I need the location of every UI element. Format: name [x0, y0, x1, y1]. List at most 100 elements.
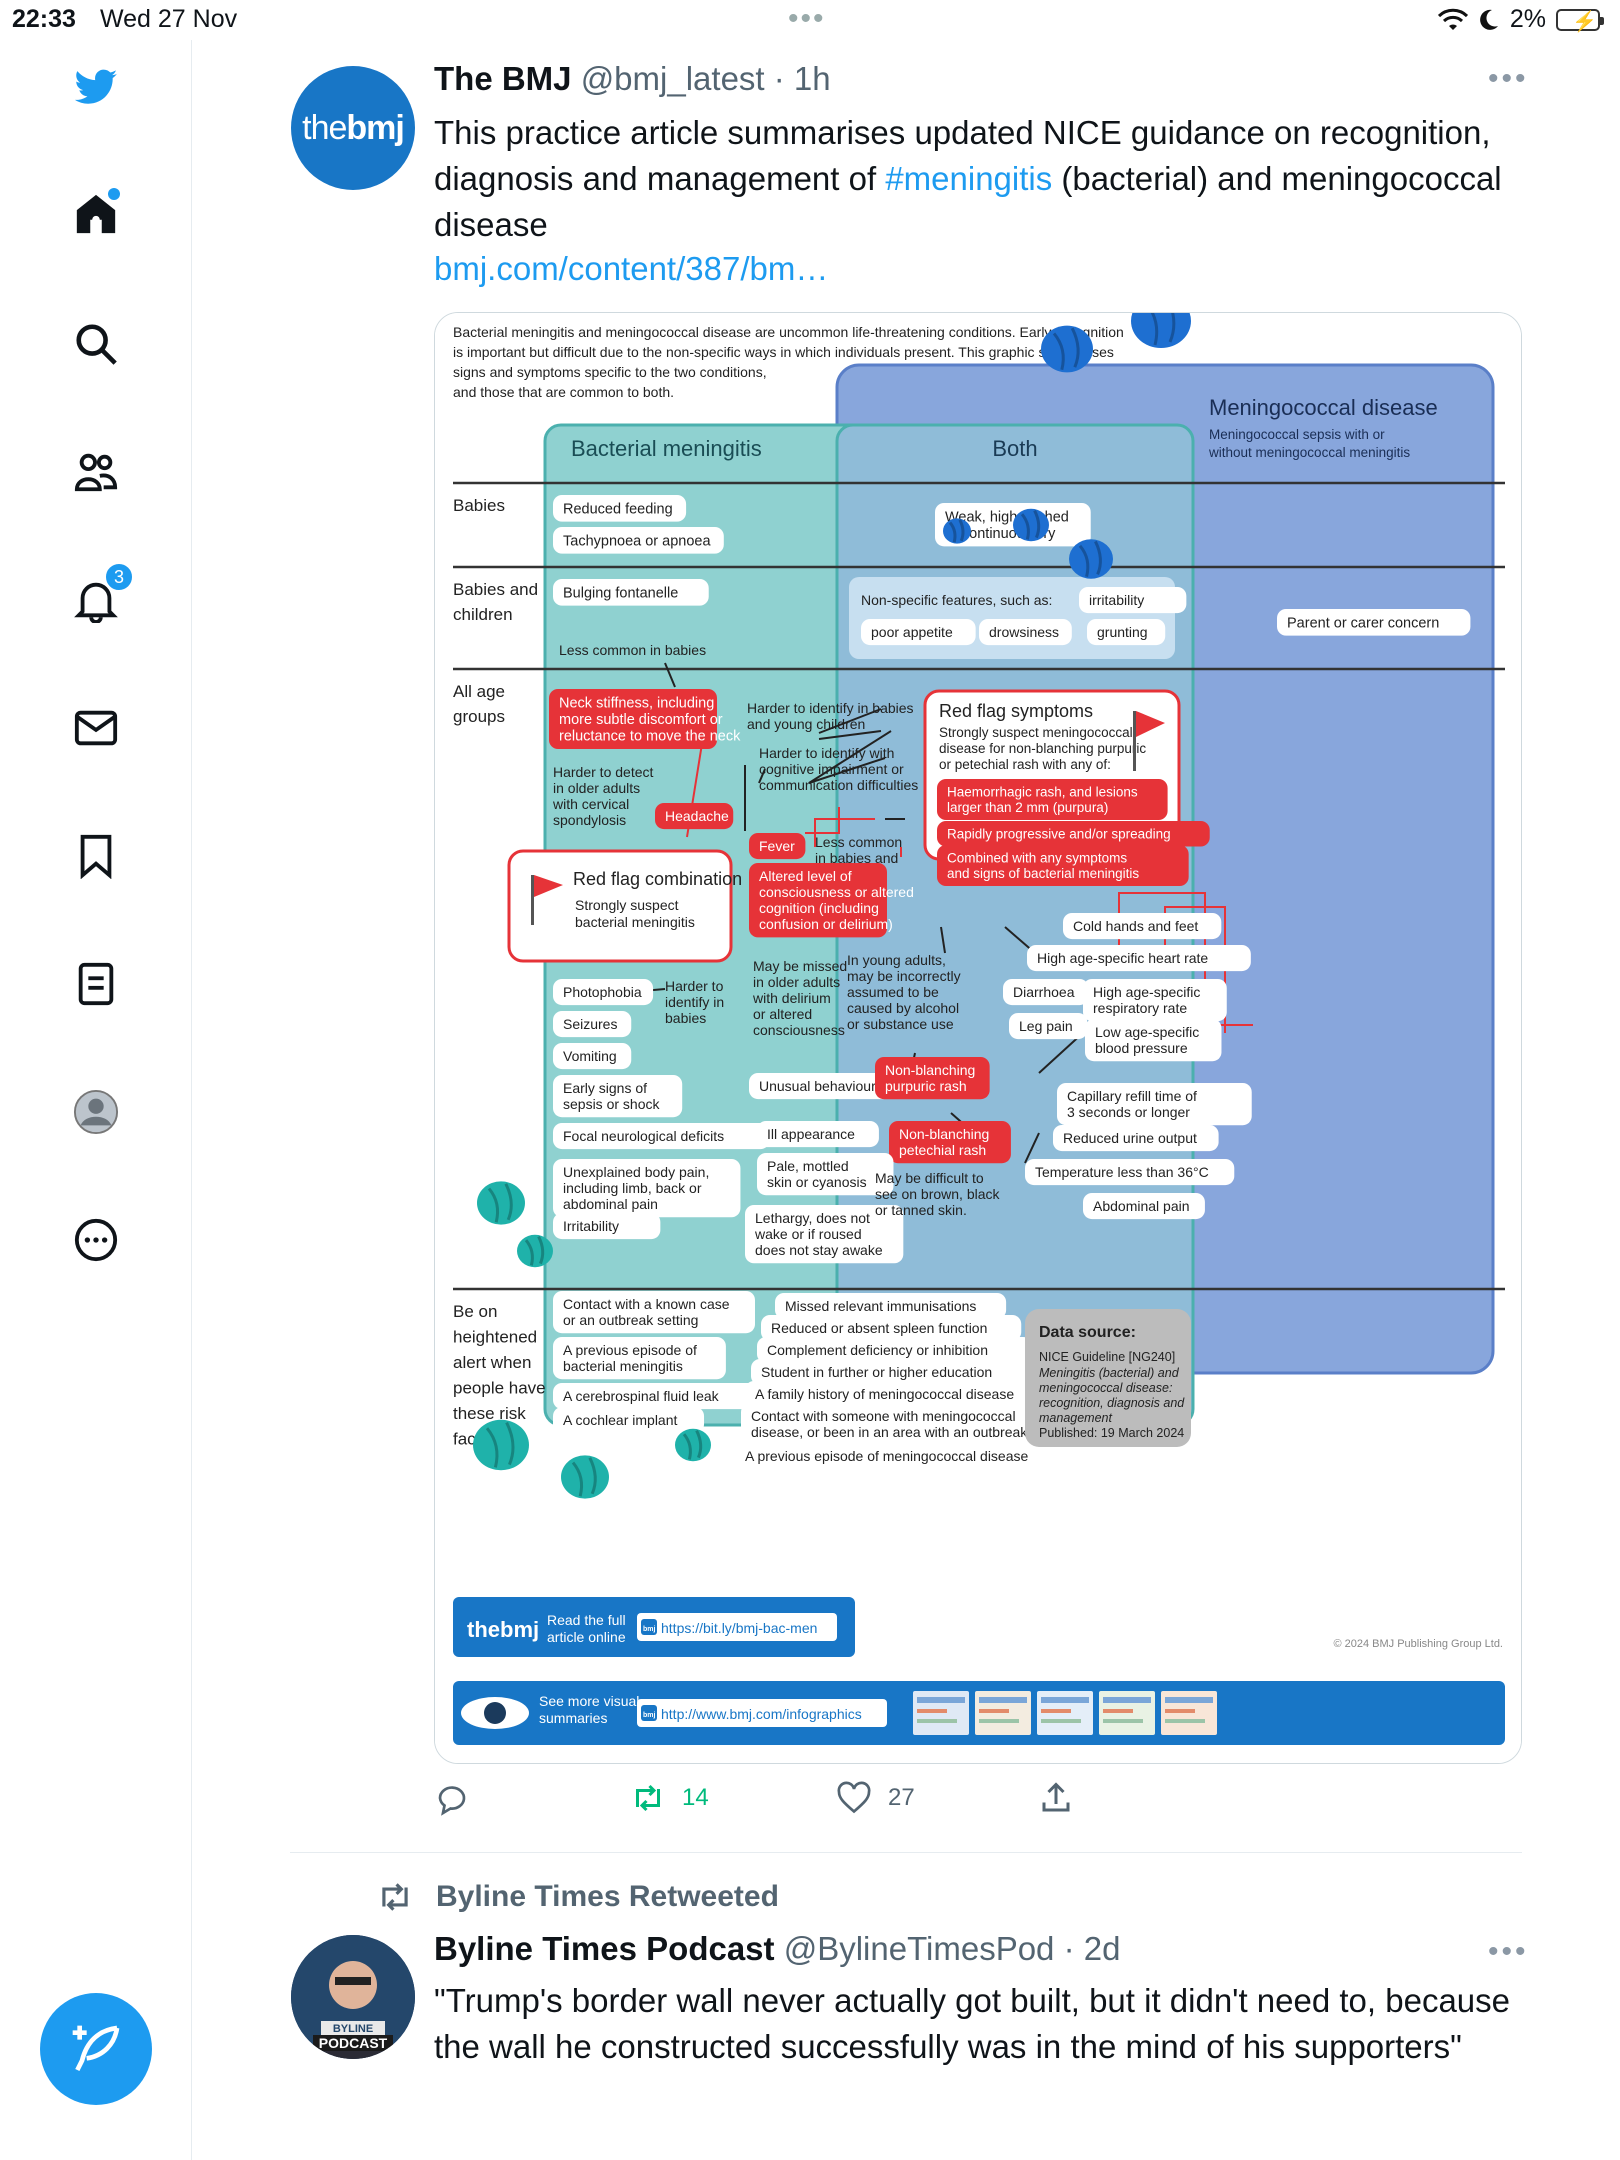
bacterial-symptom-1-box [553, 1011, 632, 1038]
compose-tweet-button[interactable] [40, 1993, 152, 2105]
communities-icon[interactable] [70, 446, 122, 498]
byline-avatar[interactable]: BYLINE PODCAST [291, 1935, 415, 2059]
risk-both-6: A previous episode of meningococcal dise… [745, 1448, 1029, 1464]
connector-line [805, 807, 840, 834]
grunting-pill: grunting [1097, 624, 1148, 640]
babies-tachypnoea: Tachypnoea or apnoea [563, 533, 711, 549]
connector-line [818, 730, 882, 740]
multitask-dots-icon[interactable]: ••• [788, 2, 826, 35]
like-button[interactable]: 27 [836, 1780, 915, 1816]
risk-bacterial-0-box [553, 1291, 755, 1334]
author2-handle[interactable]: @BylineTimesPod [783, 1930, 1055, 1967]
virus-blue-1-groove [1070, 327, 1080, 368]
virus-teal-1-groove [504, 1183, 513, 1221]
twitter-logo-icon[interactable] [70, 62, 122, 114]
meningococcal-symptom-5-box [1085, 1019, 1222, 1062]
babies-tachypnoea-box [553, 527, 724, 554]
ill-appearance-box [757, 1121, 879, 1148]
connector-line [808, 757, 886, 784]
bacterial-symptom-5-box [553, 1159, 741, 1218]
risk-both-2-box [757, 1337, 1032, 1364]
tweet-time[interactable]: · 1h [773, 60, 831, 97]
profile-avatar-icon[interactable] [70, 1086, 122, 1138]
share-button[interactable] [1038, 1780, 1074, 1816]
heart-icon [837, 1781, 871, 1814]
author2-name[interactable]: Byline Times Podcast [434, 1930, 775, 1967]
lists-icon[interactable] [70, 958, 122, 1010]
article-link[interactable]: bmj.com/content/387/bm… [434, 250, 829, 287]
data-source-published: Published: 19 March 2024 [1039, 1426, 1184, 1440]
search-icon[interactable] [70, 318, 122, 370]
data-source-box [1025, 1309, 1191, 1447]
thumbnail-line2-3 [1103, 1719, 1143, 1723]
less-common-in-babies: Less common in babies [559, 642, 706, 658]
tweet2-more-icon[interactable]: ••• [1488, 1935, 1529, 1968]
tweet-header: The BMJ @bmj_latest · 1h [434, 60, 831, 98]
bacterial-symptom-0-box [553, 979, 654, 1006]
bacterial-symptom-2-box [553, 1043, 632, 1070]
author-name[interactable]: The BMJ [434, 60, 572, 97]
bacterial-symptom-0: Photophobia [563, 984, 642, 1000]
virus-blue-3-groove [958, 519, 965, 542]
like-count: 27 [888, 1784, 915, 1811]
babies-high-pitched-cry-box [935, 503, 1091, 547]
eye-iris-icon [484, 1702, 506, 1724]
bacterial-symptom-4: Focal neurological deficits [563, 1128, 724, 1144]
battery-icon: ⚡ [1556, 8, 1604, 33]
thumbnail-line2-1 [979, 1719, 1019, 1723]
more-options-icon[interactable] [70, 1214, 122, 1266]
retweet-count: 14 [682, 1784, 709, 1811]
thumbnail-line2-0 [917, 1719, 957, 1723]
bookmarks-icon[interactable] [70, 830, 122, 882]
virus-teal-3 [473, 1419, 529, 1471]
reply-button[interactable] [434, 1780, 470, 1816]
virus-blue-4 [1013, 508, 1049, 542]
fever-symptom-box [749, 833, 806, 860]
drowsiness-pill: drowsiness [989, 624, 1059, 640]
author-handle[interactable]: @bmj_latest [580, 60, 765, 97]
infographic-image[interactable]: Bacterial meningitis and meningococcal d… [434, 312, 1522, 1764]
retweet-icon [636, 1784, 660, 1812]
nonspecific-lead: Non-specific features, such as: [861, 592, 1052, 608]
col-header-bacterial: Bacterial meningitis [571, 436, 762, 461]
virus-blue-2 [1131, 313, 1191, 348]
retweet-button[interactable]: 14 [630, 1780, 709, 1816]
moon-icon [1479, 9, 1498, 30]
tweet2-time[interactable]: · 2d [1063, 1930, 1121, 1967]
compose-feather-icon [72, 2025, 120, 2072]
thumbnail-line-0 [917, 1709, 947, 1713]
tweet2-text: "Trump's border wall never actually got … [434, 1982, 1511, 2065]
home-icon[interactable] [70, 188, 122, 240]
bacterial-symptom-2: Vomiting [563, 1048, 617, 1064]
red-flag-combined-box [937, 845, 1189, 887]
copyright: © 2024 BMJ Publishing Group Ltd. [1333, 1638, 1503, 1650]
notifications-bell-icon[interactable]: 3 [70, 562, 134, 626]
virus-teal-5-groove [695, 1429, 703, 1459]
lethargy-box [745, 1205, 904, 1264]
virus-teal-2-groove [524, 1239, 534, 1266]
messages-icon[interactable] [70, 702, 122, 754]
flag-pole-2 [1133, 711, 1136, 771]
risk-bacterial-3: A cochlear implant [563, 1412, 678, 1428]
retweet-indicator-icon [382, 1883, 408, 1911]
retweeted-by[interactable]: Byline Times Retweeted [376, 1878, 779, 1916]
tweet-more-icon[interactable]: ••• [1488, 62, 1529, 95]
thumbnail-bar-1 [979, 1697, 1027, 1703]
parent-carer-concern: Parent or carer concern [1287, 615, 1439, 631]
headache-symptom-box [655, 803, 734, 830]
hashtag-link[interactable]: #meningitis [885, 160, 1053, 197]
intro-text: Bacterial meningitis and meningococcal d… [453, 324, 1124, 400]
unusual-behaviour-box [749, 1073, 893, 1100]
